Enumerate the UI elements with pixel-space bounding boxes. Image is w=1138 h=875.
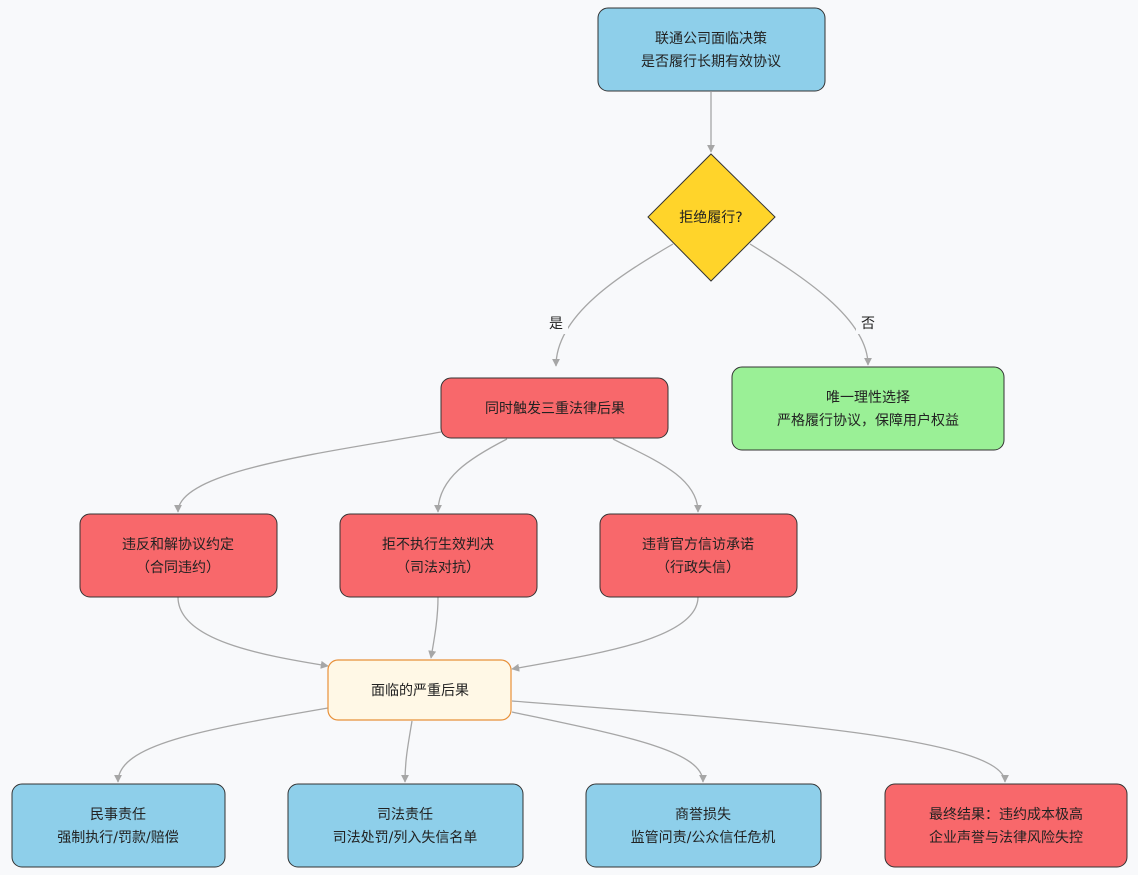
node-civil-line-1: 民事责任 bbox=[90, 807, 146, 823]
edge-breach-to-consequence bbox=[177, 596, 329, 669]
edge-consequence-to-judicial bbox=[401, 720, 413, 783]
node-reputation: 商誉损失 监管问责/公众信任危机 bbox=[585, 783, 822, 868]
node-final: 最终结果：违约成本极高 企业声誉与法律风险失控 bbox=[884, 783, 1128, 868]
node-decision-line-1: 拒绝履行? bbox=[679, 210, 742, 226]
node-judicial-line-1: 司法责任 bbox=[377, 807, 433, 823]
edge-triple-to-breach bbox=[174, 431, 442, 513]
node-consequence: 面临的严重后果 bbox=[327, 659, 512, 721]
node-final-line-1: 最终结果：违约成本极高 bbox=[929, 806, 1083, 823]
edge-label-no-text: 否 bbox=[861, 316, 875, 332]
edge-judgment-to-consequence bbox=[428, 596, 439, 659]
node-judgment: 拒不执行生效判决 （司法对抗） bbox=[339, 513, 538, 598]
node-decision: 拒绝履行? bbox=[647, 153, 776, 282]
edge-consequence-to-civil bbox=[114, 707, 329, 783]
node-civil-line-2: 强制执行/罚款/赔偿 bbox=[57, 830, 178, 846]
node-consequence-line-1: 面临的严重后果 bbox=[371, 683, 469, 699]
node-start-line-1: 联通公司面临决策 bbox=[655, 30, 767, 47]
node-judgment-line-2: （司法对抗） bbox=[396, 560, 480, 576]
node-rational-line-2: 严格履行协议，保障用户权益 bbox=[777, 412, 959, 429]
edge-triple-to-judgment bbox=[434, 438, 508, 513]
node-promise-line-1: 违背官方信访承诺 bbox=[642, 537, 754, 553]
edge-label-yes: 是 bbox=[544, 312, 568, 334]
edge-triple-to-promise bbox=[612, 438, 702, 513]
node-promise-line-2: （行政失信） bbox=[656, 560, 740, 576]
node-judicial: 司法责任 司法处罚/列入失信名单 bbox=[287, 783, 524, 868]
node-judicial-line-2: 司法处罚/列入失信名单 bbox=[333, 830, 478, 846]
node-civil: 民事责任 强制执行/罚款/赔偿 bbox=[11, 783, 226, 868]
node-triple-line-1: 同时触发三重法律后果 bbox=[485, 401, 625, 417]
node-breach: 违反和解协议约定 （合同违约） bbox=[79, 513, 278, 598]
node-start-line-2: 是否履行长期有效协议 bbox=[641, 54, 781, 70]
node-start: 联通公司面临决策 是否履行长期有效协议 bbox=[597, 7, 826, 92]
node-judgment-line-1: 拒不执行生效判决 bbox=[382, 537, 494, 553]
edge-consequence-to-reputation bbox=[511, 711, 707, 783]
edge-label-yes-text: 是 bbox=[549, 316, 563, 332]
edges bbox=[114, 92, 1009, 783]
node-rational-line-1: 唯一理性选择 bbox=[826, 390, 910, 406]
edge-decision-to-triple bbox=[552, 243, 674, 367]
node-final-line-2: 企业声誉与法律风险失控 bbox=[929, 829, 1083, 846]
node-reputation-line-2: 监管问责/公众信任危机 bbox=[631, 830, 776, 846]
node-rational: 唯一理性选择 严格履行协议，保障用户权益 bbox=[731, 366, 1005, 451]
edge-label-no: 否 bbox=[856, 312, 880, 334]
node-reputation-line-1: 商誉损失 bbox=[675, 807, 731, 823]
edge-decision-to-rational bbox=[749, 243, 872, 366]
node-breach-line-2: （合同违约） bbox=[136, 560, 220, 576]
node-promise: 违背官方信访承诺 （行政失信） bbox=[599, 513, 798, 598]
edge-consequence-to-final bbox=[511, 700, 1009, 783]
node-triple: 同时触发三重法律后果 bbox=[440, 377, 669, 439]
node-breach-line-1: 违反和解协议约定 bbox=[122, 537, 234, 553]
edge-promise-to-consequence bbox=[511, 596, 699, 672]
